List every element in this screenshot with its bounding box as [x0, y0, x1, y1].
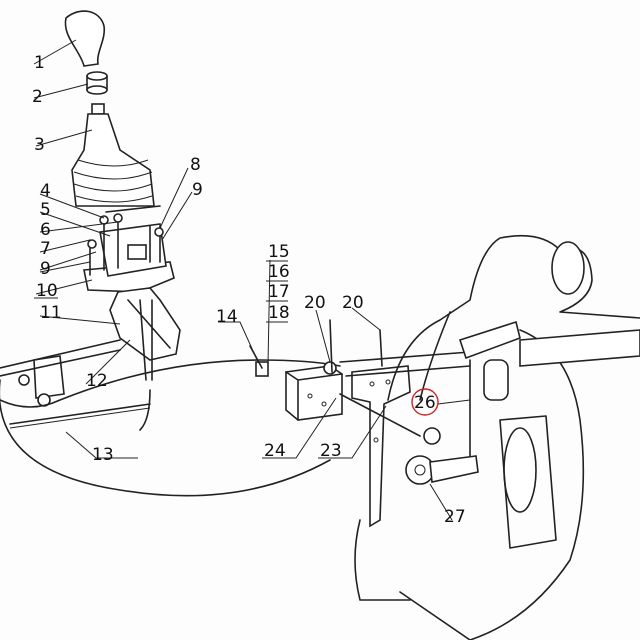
callout-20-right: 20 [342, 293, 364, 313]
label-underlines [34, 260, 288, 323]
callout-8: 8 [190, 155, 201, 175]
shift-knob [64, 10, 106, 67]
bushing [86, 71, 108, 95]
callout-24: 24 [264, 441, 286, 461]
transmission-housing [354, 234, 640, 640]
callout-26: 26 [414, 393, 436, 413]
callout-6: 6 [40, 220, 51, 240]
callout-15: 15 [268, 242, 290, 262]
leader-lines [33, 39, 471, 521]
callout-11: 11 [40, 303, 62, 323]
shift-cable [0, 339, 341, 408]
callout-16: 16 [268, 262, 290, 282]
callout-20-left: 20 [304, 293, 326, 313]
cable-13-rod [9, 407, 151, 429]
lever-20b [379, 329, 383, 367]
callout-27: 27 [444, 507, 466, 527]
shift-arm [458, 320, 521, 360]
housing-details [483, 241, 640, 549]
callout-2: 2 [32, 87, 43, 107]
callout-4: 4 [40, 181, 51, 201]
callout-14: 14 [216, 307, 238, 327]
callout-9-left: 9 [40, 259, 51, 279]
callout-23: 23 [320, 441, 342, 461]
lever-20a [329, 319, 333, 373]
shift-arm-27 [405, 427, 479, 485]
mount-block [285, 361, 343, 421]
rubber-boot [71, 103, 155, 207]
support-bracket [351, 365, 411, 528]
callout-3: 3 [34, 135, 45, 155]
select-cable [0, 379, 331, 497]
callout-labels: 1 2 3 4 5 6 7 9 10 8 9 11 12 13 14 15 16… [32, 53, 466, 527]
callout-10: 10 [36, 281, 58, 301]
highlight-circle-26 [411, 388, 439, 416]
callout-5: 5 [40, 200, 51, 220]
callout-1: 1 [34, 53, 45, 73]
shift-rod [339, 351, 471, 377]
callout-17: 17 [268, 282, 290, 302]
callout-9-right: 9 [192, 180, 203, 200]
callout-12: 12 [86, 371, 108, 391]
callout-13: 13 [92, 445, 114, 465]
shift-base-bracket [83, 205, 175, 293]
callout-7: 7 [40, 239, 51, 259]
callout-18: 18 [268, 303, 290, 323]
